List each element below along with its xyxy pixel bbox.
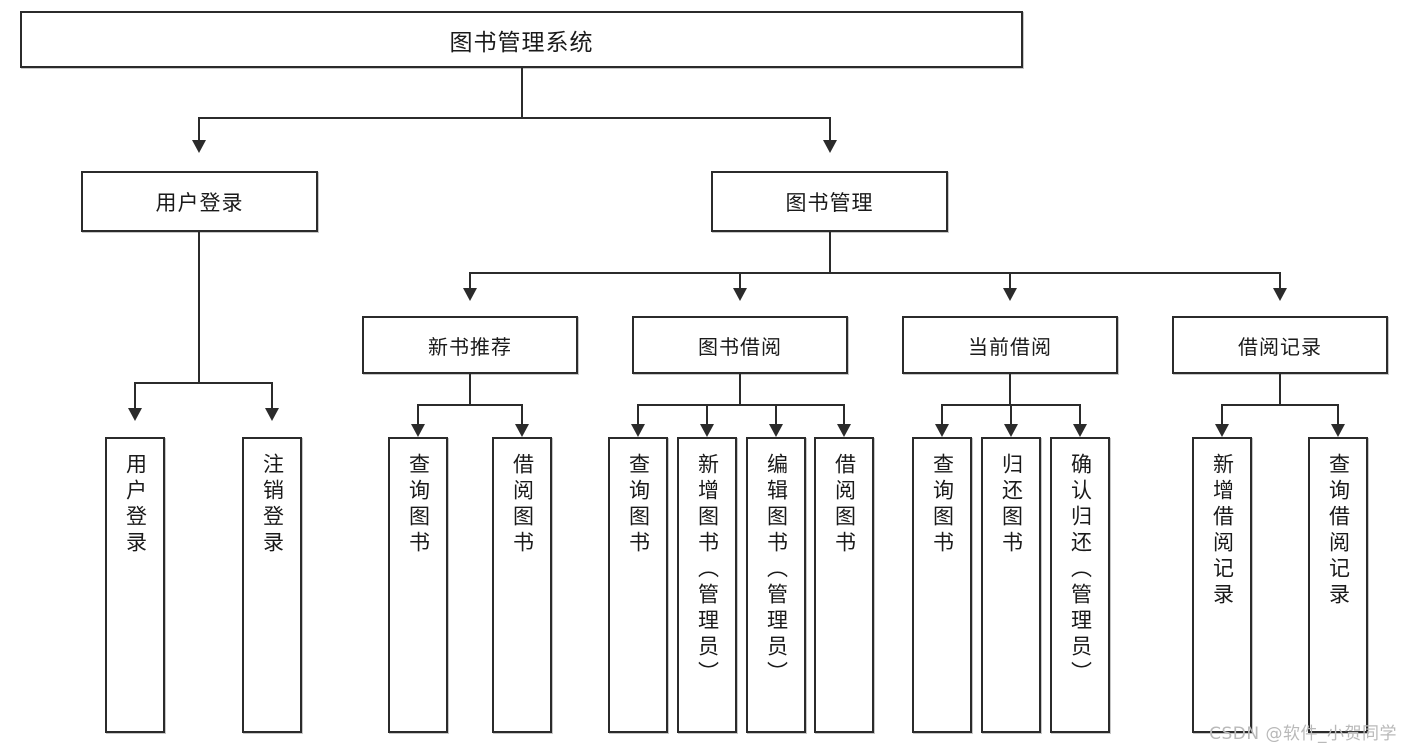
leaf-label: 查询图书 — [626, 453, 651, 557]
leaf-borrow-record-0[interactable]: 新增借阅记录 — [1192, 437, 1252, 733]
arrow-book-borrow-to-leaf-2 — [769, 424, 783, 437]
connector-root-to-user-login — [198, 117, 200, 142]
node-label: 新书推荐 — [428, 334, 512, 359]
node-book-borrow[interactable]: 图书借阅 — [632, 316, 848, 374]
leaf-new-book-0[interactable]: 查询图书 — [388, 437, 448, 733]
connector-borrow-record-bus — [1221, 404, 1338, 406]
connector-new-book-bus — [417, 404, 522, 406]
leaf-user-login-0[interactable]: 用户登录 — [105, 437, 165, 733]
connector-book-mgmt-to-lvl3-3 — [1279, 272, 1281, 290]
connector-book-borrow-to-leaf-1 — [706, 404, 708, 426]
connector-new-book-to-leaf-0 — [417, 404, 419, 426]
leaf-book-borrow-1[interactable]: 新增图书（管理员） — [677, 437, 737, 733]
arrow-user-login-to-leaf-0 — [128, 408, 142, 421]
arrow-book-mgmt-to-lvl3-3 — [1273, 288, 1287, 301]
connector-book-mgmt-to-lvl3-1 — [739, 272, 741, 290]
arrow-current-borrow-to-leaf-2 — [1073, 424, 1087, 437]
leaf-label: 查询图书 — [930, 453, 955, 557]
leaf-label: 新增借阅记录 — [1210, 453, 1235, 609]
connector-book-mgmt-to-lvl3-2 — [1009, 272, 1011, 290]
node-borrow-record[interactable]: 借阅记录 — [1172, 316, 1388, 374]
connector-user-login-to-leaf-0 — [134, 382, 136, 410]
leaf-label: 归还图书 — [999, 453, 1024, 557]
arrow-book-mgmt-to-lvl3-1 — [733, 288, 747, 301]
arrow-root-to-user-login — [192, 140, 206, 153]
connector-root-bus — [198, 117, 830, 119]
connector-root-stem — [521, 68, 523, 117]
connector-borrow-record-to-leaf-1 — [1337, 404, 1339, 426]
leaf-current-borrow-1[interactable]: 归还图书 — [981, 437, 1041, 733]
node-label: 图书管理系统 — [449, 29, 594, 56]
connector-book-borrow-bus — [637, 404, 845, 406]
node-book-management[interactable]: 图书管理 — [711, 171, 948, 232]
node-label: 图书管理 — [785, 190, 874, 215]
arrow-current-borrow-to-leaf-0 — [935, 424, 949, 437]
leaf-book-borrow-2[interactable]: 编辑图书（管理员） — [746, 437, 806, 733]
leaf-label: 借阅图书 — [832, 453, 857, 557]
connector-book-borrow-to-leaf-0 — [637, 404, 639, 426]
connector-book-borrow-stem — [739, 374, 741, 404]
node-label: 当前借阅 — [968, 334, 1052, 359]
connector-root-to-book-mgmt — [829, 117, 831, 142]
node-root-system[interactable]: 图书管理系统 — [20, 11, 1023, 68]
leaf-label: 新增图书（管理员） — [695, 453, 720, 687]
arrow-book-borrow-to-leaf-3 — [837, 424, 851, 437]
arrow-current-borrow-to-leaf-1 — [1004, 424, 1018, 437]
node-label: 用户登录 — [155, 190, 244, 215]
leaf-label: 编辑图书（管理员） — [764, 453, 789, 687]
connector-book-borrow-to-leaf-2 — [775, 404, 777, 426]
leaf-label: 确认归还（管理员） — [1068, 453, 1093, 687]
leaf-book-borrow-0[interactable]: 查询图书 — [608, 437, 668, 733]
watermark-text: CSDN @软件_小贺同学 — [1209, 724, 1397, 744]
node-user-login[interactable]: 用户登录 — [81, 171, 318, 232]
connector-current-borrow-to-leaf-0 — [941, 404, 943, 426]
node-label: 图书借阅 — [698, 334, 782, 359]
connector-current-borrow-to-leaf-2 — [1079, 404, 1081, 426]
connector-user-login-stem — [198, 232, 200, 382]
leaf-current-borrow-2[interactable]: 确认归还（管理员） — [1050, 437, 1110, 733]
arrow-borrow-record-to-leaf-1 — [1331, 424, 1345, 437]
leaf-label: 查询图书 — [406, 453, 431, 557]
arrow-book-borrow-to-leaf-1 — [700, 424, 714, 437]
leaf-borrow-record-1[interactable]: 查询借阅记录 — [1308, 437, 1368, 733]
connector-borrow-record-to-leaf-0 — [1221, 404, 1223, 426]
leaf-book-borrow-3[interactable]: 借阅图书 — [814, 437, 874, 733]
arrow-book-mgmt-to-lvl3-2 — [1003, 288, 1017, 301]
connector-borrow-record-stem — [1279, 374, 1281, 404]
connector-user-login-bus — [134, 382, 272, 384]
leaf-label: 注销登录 — [260, 453, 285, 557]
node-label: 借阅记录 — [1238, 334, 1322, 359]
arrow-borrow-record-to-leaf-0 — [1215, 424, 1229, 437]
connector-book-mgmt-bus — [469, 272, 1281, 274]
leaf-new-book-1[interactable]: 借阅图书 — [492, 437, 552, 733]
connector-current-borrow-to-leaf-1 — [1010, 404, 1012, 426]
connector-book-mgmt-to-lvl3-0 — [469, 272, 471, 290]
connector-book-borrow-to-leaf-3 — [843, 404, 845, 426]
leaf-current-borrow-0[interactable]: 查询图书 — [912, 437, 972, 733]
connector-book-mgmt-stem — [829, 232, 831, 272]
node-current-borrow[interactable]: 当前借阅 — [902, 316, 1118, 374]
leaf-user-login-1[interactable]: 注销登录 — [242, 437, 302, 733]
arrow-book-mgmt-to-lvl3-0 — [463, 288, 477, 301]
leaf-label: 查询借阅记录 — [1326, 453, 1351, 609]
leaf-label: 借阅图书 — [510, 453, 535, 557]
arrow-book-borrow-to-leaf-0 — [631, 424, 645, 437]
connector-new-book-to-leaf-1 — [521, 404, 523, 426]
arrow-new-book-to-leaf-0 — [411, 424, 425, 437]
arrow-user-login-to-leaf-1 — [265, 408, 279, 421]
arrow-new-book-to-leaf-1 — [515, 424, 529, 437]
leaf-label: 用户登录 — [123, 453, 148, 557]
connector-current-borrow-stem — [1009, 374, 1011, 404]
connector-user-login-to-leaf-1 — [271, 382, 273, 410]
connector-new-book-stem — [469, 374, 471, 404]
node-new-book-recommend[interactable]: 新书推荐 — [362, 316, 578, 374]
arrow-root-to-book-mgmt — [823, 140, 837, 153]
